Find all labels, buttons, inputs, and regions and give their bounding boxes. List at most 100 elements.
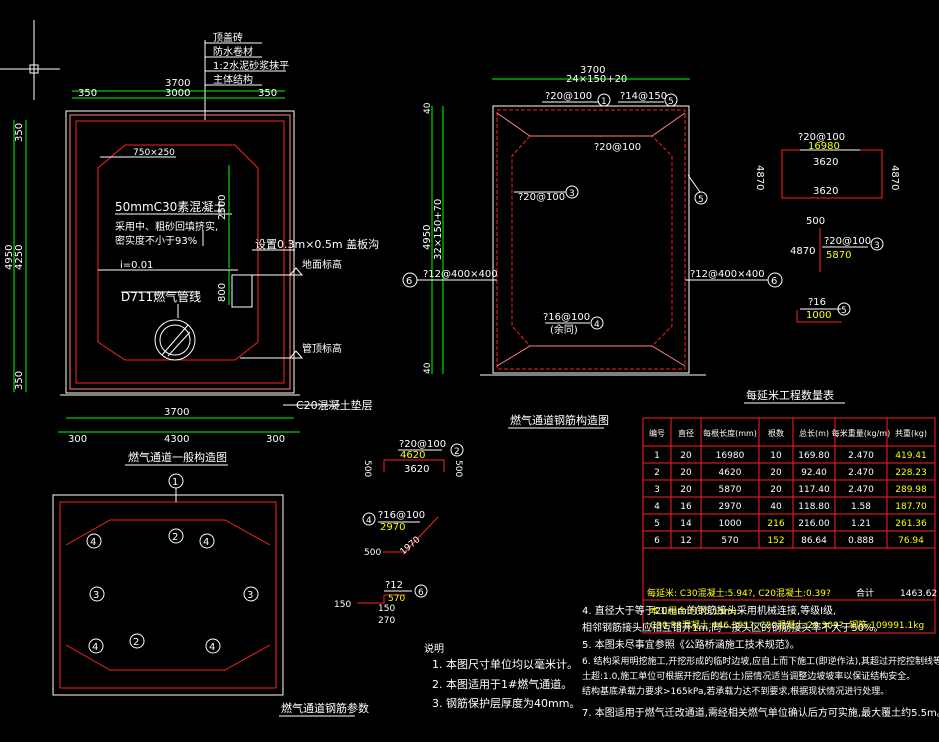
- note-1: 1. 本图尺寸单位均以毫米计。: [432, 657, 578, 671]
- layer-label-2: 防水卷材: [213, 45, 253, 58]
- quantity-table: 每延米工程数量表 编号直径每根长度(mm)根数总长(m)每米重量(kg/m)共重…: [642, 388, 937, 634]
- pipe-top-level-label: 管顶标高: [302, 342, 342, 355]
- table-cell: 16980: [716, 451, 745, 461]
- note-6: 6. 结构采用明挖施工,开挖形成的临时边坡,应自上而下施工(即逆作法),其超过开…: [582, 655, 939, 667]
- table-cell: 20: [680, 468, 692, 478]
- shape1-length: 16980: [808, 141, 840, 152]
- table-cell: 20: [680, 485, 692, 495]
- waterproof-layer: [69, 114, 291, 390]
- shape5-marker: 5: [841, 306, 847, 316]
- d4-length: 2970: [380, 522, 405, 533]
- mid-dim-left: 32×150+70: [433, 199, 444, 260]
- rebar-label-2b: ?20@100: [594, 142, 641, 153]
- notes: 说明 1. 本图尺寸单位均以毫米计。 2. 本图适用于1#燃气通道。 3. 钢筋…: [424, 604, 939, 719]
- param-marker-3a: 3: [93, 590, 99, 601]
- dim-top-part-3: 350: [258, 88, 277, 99]
- d6-rebar: ?12: [385, 580, 403, 591]
- mid-rebar-haunch-top: [496, 112, 686, 137]
- table-cell: 1: [654, 451, 660, 461]
- structure-outer-wall: [75, 120, 285, 384]
- param-marker-4d: 4: [209, 642, 215, 653]
- table-cell: 216: [767, 519, 784, 529]
- param-marker-3b: 3: [247, 590, 253, 601]
- param-marker-2: 2: [172, 532, 178, 543]
- gas-pipe-outer: [154, 319, 196, 361]
- table-cell: 1.58: [851, 502, 871, 512]
- dim-bottom-part-3: 300: [266, 434, 285, 445]
- shape3-length: 5870: [826, 250, 851, 261]
- table-cell: 2.470: [848, 451, 874, 461]
- rebar-structure-drawing: 3700 24×150+20 40 4950 32×150+70 40 ?20@…: [402, 65, 783, 429]
- table-cell: 12: [680, 536, 691, 546]
- total-title: 本工程合计(75.15m):: [650, 605, 740, 617]
- total-line: C30 P8混凝土:446.391?, C20混凝土:29.309?, 钢筋:1…: [650, 619, 924, 631]
- d2-h-left: 500: [362, 460, 372, 477]
- marker-6a: 6: [406, 276, 412, 287]
- shape1-h-right: 4870: [889, 165, 900, 190]
- table-cell: 4: [654, 502, 660, 512]
- backfill-note-2: 密实度不小于93%: [115, 234, 197, 247]
- table-title: 每延米工程数量表: [746, 388, 834, 402]
- dim-top-part-2: 3000: [165, 88, 190, 99]
- dim-left-part-3: 350: [14, 371, 25, 390]
- table-cell: 4620: [719, 468, 742, 478]
- base-label: C20混凝土垫层: [296, 398, 373, 412]
- param-drawing-title: 燃气通道钢筋参数: [281, 701, 369, 715]
- d6-bar: [357, 594, 406, 604]
- param-marker-4b: 4: [203, 537, 209, 548]
- rebar-label-1: ?20@100: [545, 91, 592, 102]
- marker-3: 3: [569, 189, 575, 199]
- drain-label: 设置0.3m×0.5m 盖板沟: [255, 237, 379, 251]
- table-cell: 20: [770, 485, 782, 495]
- d2-length: 4620: [400, 450, 425, 461]
- table-cell: 1000: [719, 519, 742, 529]
- shape1-h-left: 4870: [754, 165, 765, 190]
- layer-label-4: 主体结构: [213, 73, 253, 86]
- table-cell: 169.80: [798, 451, 830, 461]
- mid-rebar-inner: [511, 135, 673, 347]
- shape3-h: 4870: [790, 246, 815, 257]
- dim-bottom-part-1: 300: [68, 434, 87, 445]
- inner-opening: [97, 144, 259, 361]
- dim-bottom-inner: 3700: [164, 407, 189, 418]
- mid-dim-top: 3700: [580, 65, 605, 76]
- table-cell: 10: [770, 451, 782, 461]
- d4-marker: 4: [366, 516, 372, 526]
- table-cell: 570: [721, 536, 738, 546]
- table-cell: 117.40: [798, 485, 830, 495]
- shape5-length: 1000: [806, 310, 831, 321]
- param-marker-2b: 2: [133, 637, 139, 648]
- note-7: 7. 本图适用于燃气迁改通道,需经相关燃气单位确认后方可实施,最大覆土约5.5m…: [582, 706, 939, 719]
- d2-h-right: 500: [453, 460, 463, 477]
- table-summary-mid: 合计: [856, 587, 874, 599]
- dim-left-part-2: 4250: [14, 245, 25, 270]
- table-cell: 86.64: [801, 536, 827, 546]
- marker-1: 1: [601, 97, 607, 107]
- table-cell: 20: [680, 451, 692, 461]
- d4-rebar: ?16@100: [378, 510, 425, 521]
- table-cell: 20: [770, 468, 782, 478]
- table-cell: 2970: [719, 502, 742, 512]
- table-cell: 16: [680, 502, 692, 512]
- table-header-cell: 编号: [649, 428, 665, 438]
- table-cell: 2.470: [848, 485, 874, 495]
- shape3-marker: 3: [874, 241, 880, 251]
- backfill-note-1: 采用中、粗砂回填挤实,: [115, 220, 218, 233]
- table-total-frame: [642, 599, 936, 634]
- d2-rebar: ?20@100: [399, 439, 446, 450]
- layer-label-3: 1:2水泥砂浆抹平: [213, 59, 289, 72]
- d2-width: 3620: [404, 464, 429, 475]
- table-cell: 6: [654, 536, 660, 546]
- mid-dim-4950: 4950: [422, 225, 433, 250]
- d6-marker: 6: [418, 588, 424, 598]
- table-cell: 2: [654, 468, 660, 478]
- dim-left-total: 4950: [4, 245, 15, 270]
- dim-2500: 2500: [217, 195, 228, 220]
- pipe-label: D711燃气管线: [121, 289, 201, 304]
- mid-dim-40-bottom: 40: [423, 362, 433, 374]
- table-cell: 1.21: [851, 519, 871, 529]
- table-cell: 228.23: [895, 468, 927, 478]
- right-tie-label: ?12@400×400: [690, 269, 765, 280]
- gas-pipe-inner: [159, 324, 191, 356]
